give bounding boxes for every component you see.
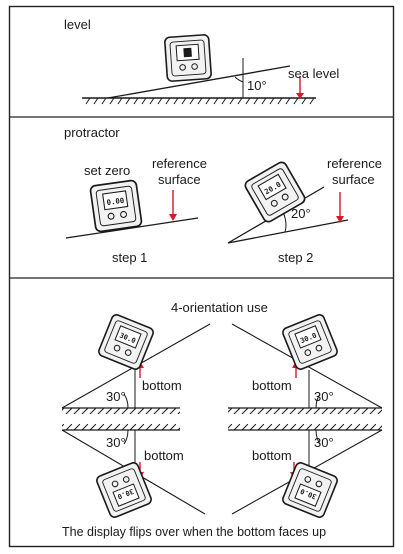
orientation-panel: 4-orientation use 30° 30° [61,300,383,539]
angle-arc [234,76,244,83]
orientation-caption: The display flips over when the bottom f… [62,525,326,539]
step1-caption: step 1 [112,250,147,265]
ground-hatch [85,97,315,105]
device-bottom-right: 30.0 [280,460,340,520]
upper-surfaces [62,407,382,414]
angle-bottom-left: 30° [106,435,126,450]
orientation-title: 4-orientation use [171,300,268,315]
step2-reference-label: reference [327,156,382,171]
step2-angle: 20° [291,206,311,221]
step2-device: 20.0 [242,159,308,225]
arc-top-left [123,393,129,409]
level-panel: level 10° sea level [64,17,339,105]
arc-bottom-right [315,429,321,445]
level-title: level [64,17,91,32]
arc-bottom-left [123,429,129,445]
level-angle: 10° [247,78,267,93]
step1-surface-line [65,217,199,239]
step1-reference-label: reference [152,156,207,171]
arc-top-right [315,393,321,409]
lower-surfaces [62,424,382,431]
device-top-left: 30.0 [96,312,156,372]
sea-level-label: sea level [288,66,339,81]
bottom-label-top-right: bottom [252,378,292,393]
angle-top-left: 30° [106,389,126,404]
inclined-plane [107,65,291,99]
bottom-label-bottom-left: bottom [144,448,184,463]
step2-arrowhead [336,216,344,223]
step2-surface-line [227,219,349,244]
step1-arrowhead [169,214,177,221]
step2-caption: step 2 [278,250,313,265]
step2-surface-label: surface [332,172,375,187]
step1-display: 0.00 [106,196,125,207]
bottom-label-top-left: bottom [142,378,182,393]
protractor-panel: protractor set zero reference surface 0.… [64,125,382,265]
device-top-right: 30.0 [280,312,340,372]
angle-top-right: 30° [314,389,334,404]
step1-device: 0.00 [89,179,143,233]
outer-border [8,5,395,548]
level-device [163,33,213,83]
sea-level-arrowhead [296,93,304,99]
bottom-label-bottom-right: bottom [252,448,292,463]
angle-bottom-right: 30° [314,435,334,450]
step1-surface-label: surface [158,172,201,187]
set-zero-label: set zero [84,163,130,178]
protractor-title: protractor [64,125,120,140]
device-bottom-left: 30.0 [94,460,154,520]
